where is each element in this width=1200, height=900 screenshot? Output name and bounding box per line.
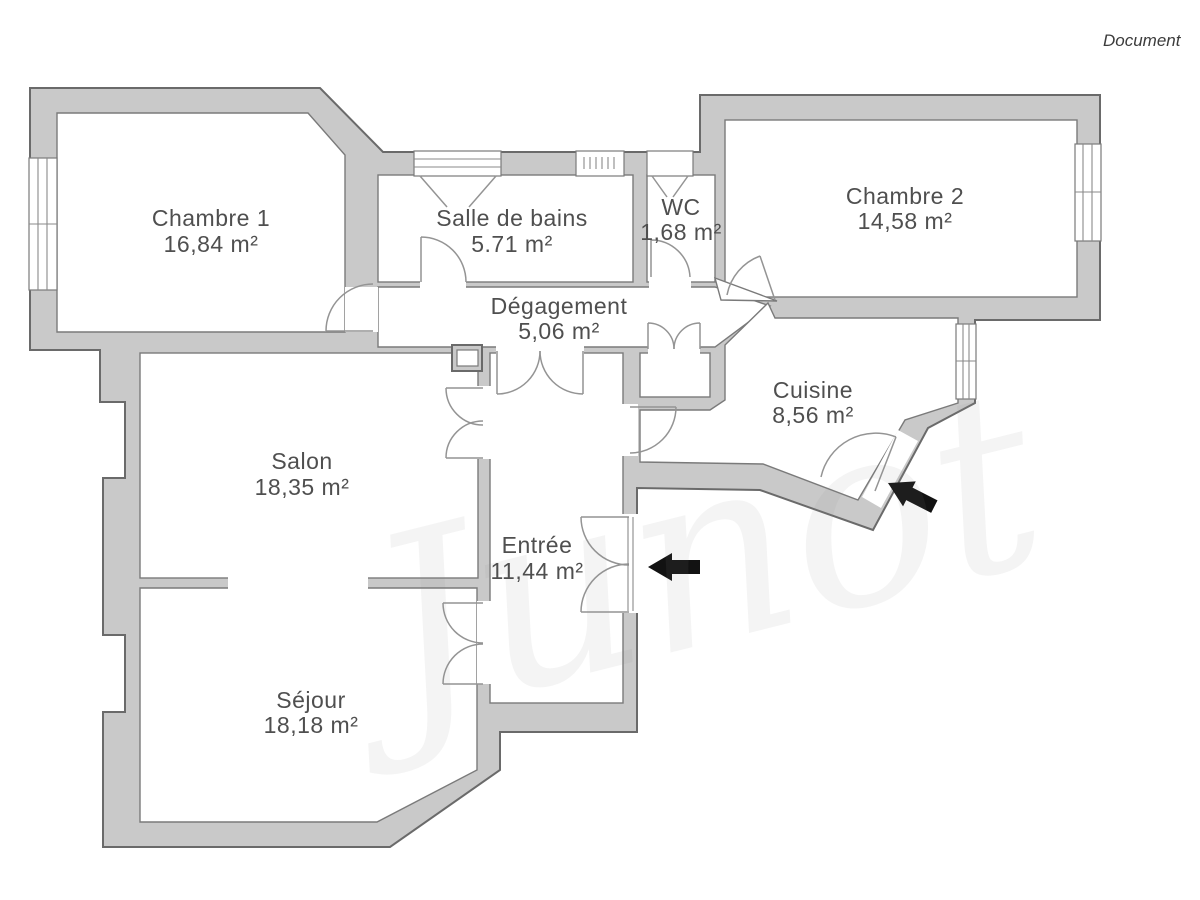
window-wc [646, 150, 694, 198]
area-wc: 1,68 m² [640, 219, 721, 245]
area-salon: 18,35 m² [255, 474, 350, 500]
room-sejour [139, 587, 478, 823]
area-chambre-1: 16,84 m² [164, 231, 259, 257]
window-chambre-2 [1074, 143, 1102, 242]
opening-salon-sejour [228, 574, 368, 592]
area-entree: 11,44 m² [490, 558, 583, 584]
label-salon: Salon [271, 448, 332, 474]
room-salon [139, 352, 479, 579]
opening-chambre-1-door [345, 287, 378, 332]
room-chambre-2 [724, 119, 1078, 298]
area-degagement: 5,06 m² [518, 318, 599, 344]
document-label: Document [1103, 31, 1182, 50]
label-sejour: Séjour [276, 687, 345, 713]
room-entree [489, 352, 624, 704]
window-salle-de-bains [413, 150, 502, 208]
room-chambre-1 [56, 112, 346, 333]
kitchen-arrow [888, 481, 938, 513]
window-chambre-1 [28, 157, 58, 291]
vent-grille [575, 150, 625, 177]
label-chambre-2: Chambre 2 [846, 183, 964, 209]
window-cuisine [955, 323, 977, 400]
area-cuisine: 8,56 m² [772, 402, 853, 428]
opening-degagement-entree [496, 344, 584, 356]
room-cuisine [639, 301, 959, 501]
label-wc: WC [661, 194, 700, 220]
label-entree: Entrée [502, 532, 573, 558]
door-arcs [325, 236, 897, 685]
opening-salon-door [477, 386, 491, 459]
area-sejour: 18,18 m² [264, 712, 359, 738]
opening-entree-cuisine-door [622, 404, 638, 456]
label-degagement: Dégagement [491, 293, 628, 319]
label-chambre-1: Chambre 1 [152, 205, 270, 231]
opening-sejour-door [477, 601, 491, 684]
entrance-arrow [648, 553, 700, 581]
opening-entry-door [622, 514, 638, 613]
duct-box [451, 344, 483, 372]
area-salle-de-bains: 5.71 m² [471, 231, 552, 257]
opening-sdb-door [420, 278, 466, 289]
opening-closet-doors [648, 344, 700, 356]
label-cuisine: Cuisine [773, 377, 853, 403]
area-chambre-2: 14,58 m² [858, 208, 953, 234]
label-salle-de-bains: Salle de bains [436, 205, 588, 231]
opening-wc-door [649, 278, 691, 289]
closet [639, 352, 711, 398]
